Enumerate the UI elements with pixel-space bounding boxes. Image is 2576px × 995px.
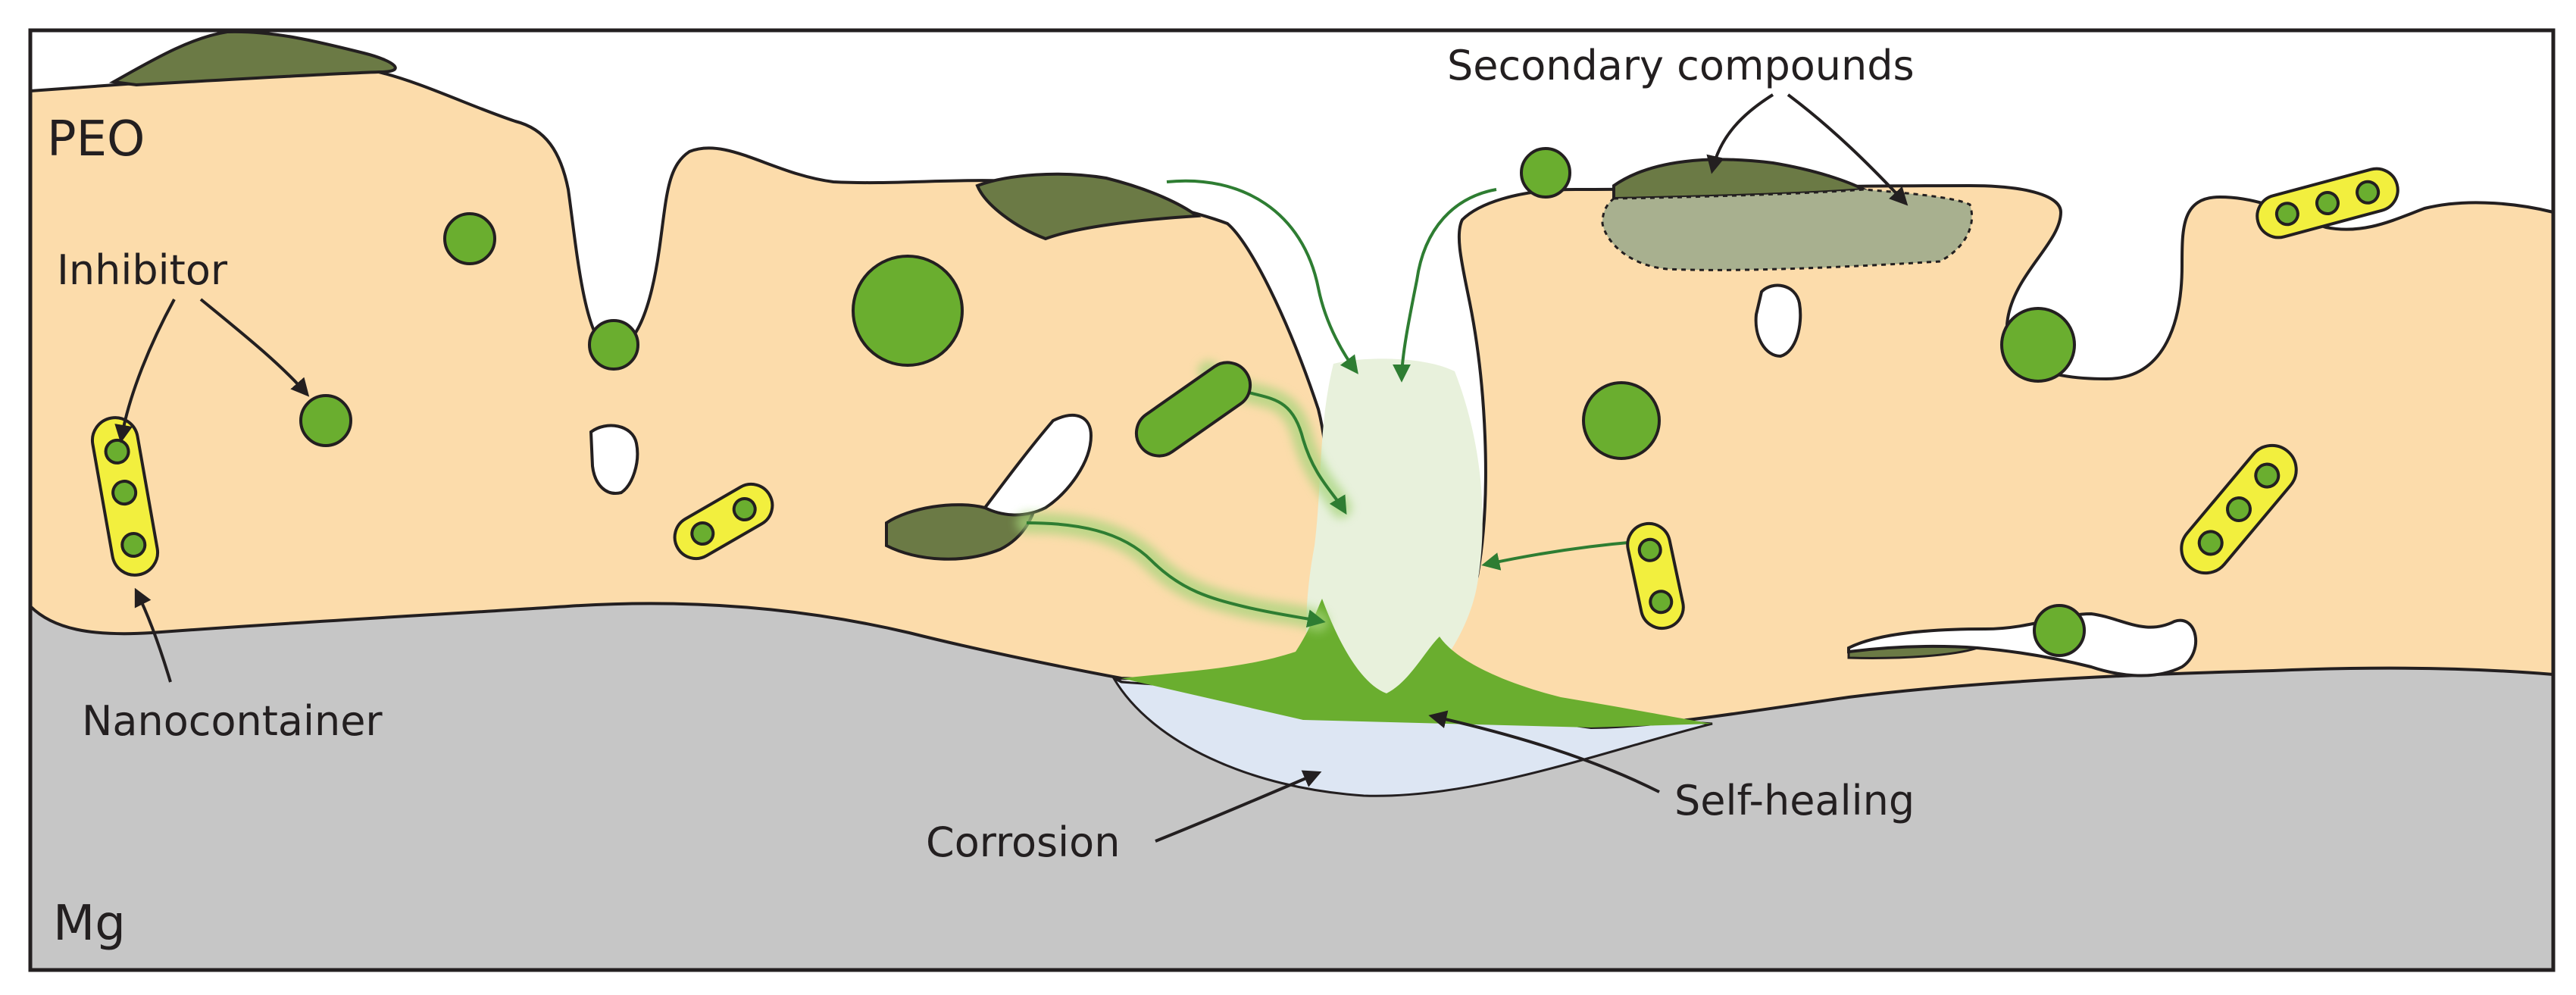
corrosion-pointer-arrow — [1155, 770, 1322, 843]
self-healing-label: Self-healing — [1674, 777, 1915, 824]
pore-right-top — [1754, 283, 1802, 358]
nanocontainer-left-diagonal — [673, 483, 774, 560]
inhibitor-particle — [443, 212, 496, 265]
mg-label: Mg — [53, 896, 126, 952]
secondary-pointer-arrow-2 — [1787, 93, 1909, 206]
corrosion-label: Corrosion — [926, 818, 1120, 866]
inhibitor-particles — [299, 147, 2086, 657]
diagram-frame — [28, 28, 2556, 972]
inhibitor-pointer-arrow-1 — [114, 299, 176, 443]
secondary-compound-right-porous — [1601, 188, 1974, 271]
release-arrow-3 — [1481, 540, 1637, 571]
secondary-compound-top-left — [108, 30, 397, 87]
inhibitor-particle — [2033, 604, 2086, 657]
inhibitor-particle — [1520, 147, 1571, 199]
secondary-compounds-label: Secondary compounds — [1447, 42, 1915, 89]
nanocontainer-top-right — [2256, 167, 2399, 239]
inhibitor-particle — [588, 319, 639, 371]
inhibitor-label: Inhibitor — [57, 246, 228, 294]
self-healing-deposit — [1121, 599, 1712, 727]
release-arrow-4 — [1166, 179, 1358, 374]
self-healing-pointer-arrow — [1428, 710, 1660, 793]
pore-left — [589, 424, 639, 495]
peo-label: PEO — [47, 111, 145, 167]
inhibitor-pointer-arrow-2 — [199, 298, 310, 397]
nanocontainer-right-vertical — [1626, 521, 1685, 630]
release-arrow-2 — [1026, 521, 1326, 628]
nanocontainer-label: Nanocontainer — [82, 697, 383, 745]
inhibitor-particle — [1582, 381, 1661, 460]
secondary-compound-mid — [975, 172, 1202, 241]
secondary-pointer-arrow-1 — [1706, 93, 1774, 174]
nanocontainer-pointer-arrow — [134, 587, 172, 683]
inhibitor-rod — [1134, 361, 1252, 458]
healing-zone — [1306, 358, 1483, 697]
release-arrow-5 — [1393, 188, 1497, 383]
inhibitor-particle — [299, 394, 352, 447]
nanocontainer-right-diagonal — [2180, 443, 2298, 575]
peo-layer-left — [29, 28, 1329, 684]
nanocontainer-vertical-left — [90, 416, 160, 577]
inhibitor-particle — [852, 255, 964, 367]
pore-right-bottom — [1847, 612, 2197, 677]
inhibitor-particle — [2000, 307, 2076, 383]
